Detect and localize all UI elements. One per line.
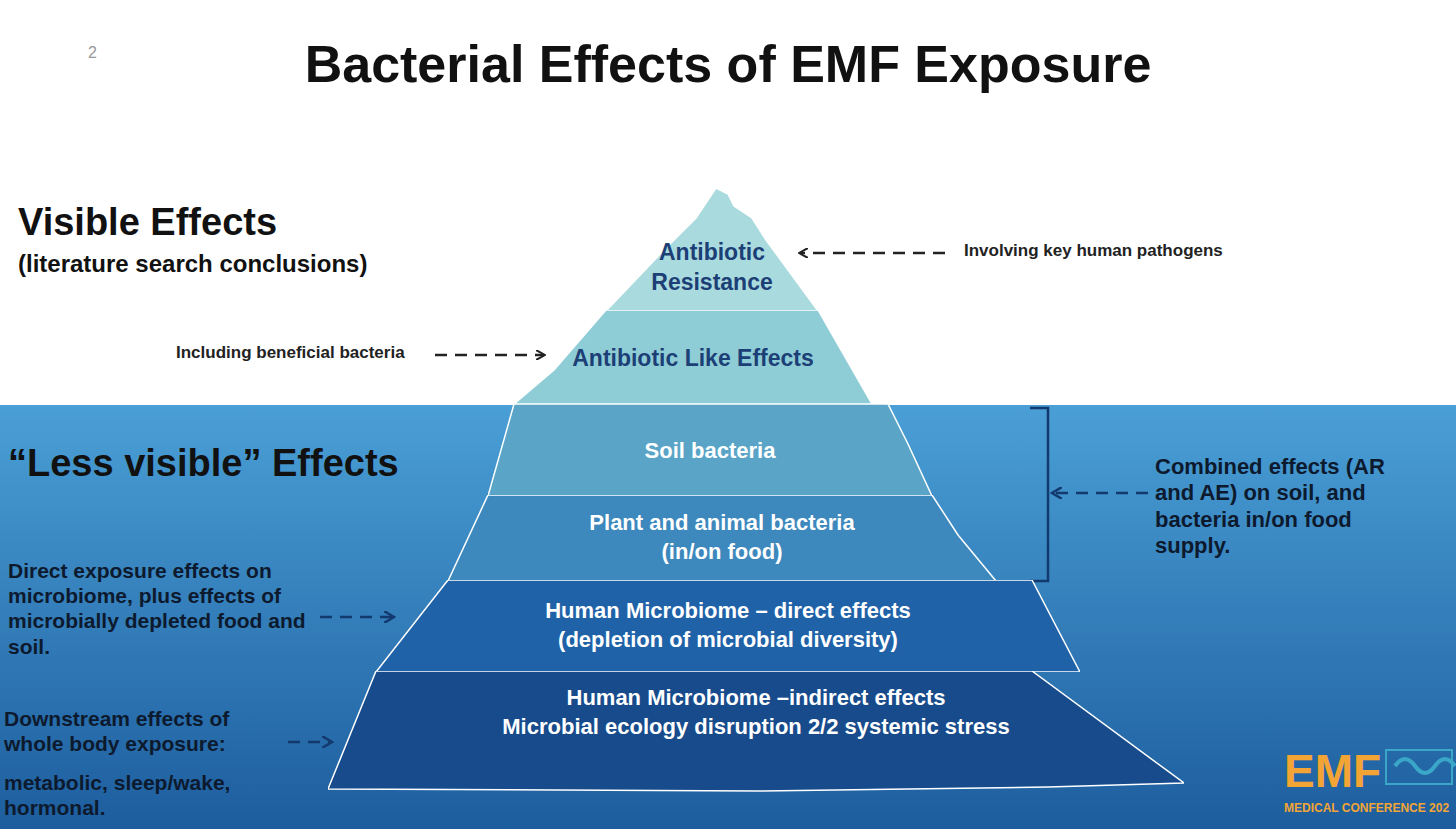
band-shape — [448, 495, 996, 581]
callout-note: Including beneficial bacteria — [176, 343, 436, 363]
band-outline — [376, 580, 1080, 672]
band-outline — [606, 188, 818, 311]
iceberg-band: Antibiotic Like Effects — [514, 310, 872, 404]
band-label: Plant and animal bacteria — [589, 509, 854, 538]
leader-line — [320, 616, 393, 619]
logo-frame — [1386, 750, 1452, 784]
logo-subtext: MEDICAL CONFERENCE 202 — [1284, 801, 1452, 815]
iceberg-band: Human Microbiome –indirect effectsMicrob… — [328, 671, 1184, 793]
band-outline — [488, 404, 932, 496]
logo-text: EMF — [1284, 748, 1394, 794]
leader-line — [800, 252, 945, 255]
band-shape — [376, 580, 1080, 672]
leader-line — [288, 741, 331, 744]
callout-note: Downstream effects of whole body exposur… — [4, 706, 289, 756]
band-text: Human Microbiome – direct effects(deplet… — [398, 597, 1058, 654]
band-label: Microbial ecology disruption 2/2 systemi… — [502, 713, 1009, 742]
section-heading: “Less visible” Effects — [8, 441, 478, 487]
iceberg-band: Human Microbiome – direct effects(deplet… — [376, 580, 1080, 672]
leader-line — [435, 354, 544, 357]
band-outline — [328, 671, 1184, 791]
water — [0, 405, 1456, 829]
band-outline — [448, 495, 996, 581]
section-heading: Visible Effects — [18, 200, 438, 246]
section-subheading: (literature search conclusions) — [18, 250, 458, 279]
band-label: Soil bacteria — [645, 437, 776, 466]
band-label: Human Microbiome –indirect effects — [567, 684, 946, 713]
leader-line — [1053, 492, 1148, 495]
callout-note: Combined effects (AR and AE) on soil, an… — [1155, 454, 1425, 560]
iceberg-band: Soil bacteria — [488, 404, 932, 496]
band-text: Human Microbiome –indirect effectsMicrob… — [356, 684, 1156, 741]
iceberg-band: Antibiotic Resistance — [606, 188, 818, 311]
callout-note: Involving key human pathogens — [964, 241, 1284, 261]
band-label: (depletion of microbial diversity) — [558, 626, 898, 655]
band-text: Antibiotic Resistance — [627, 238, 797, 298]
band-label: (in/on food) — [662, 538, 783, 567]
logo-wave — [1395, 759, 1455, 773]
page-number: 2 — [88, 43, 118, 62]
callout-note: Direct exposure effects on microbiome, p… — [8, 558, 326, 659]
iceberg-band: Plant and animal bacteria(in/on food) — [448, 495, 996, 581]
band-label: Antibiotic Resistance — [627, 238, 797, 298]
bracket — [1030, 408, 1048, 581]
band-text: Antibiotic Like Effects — [533, 344, 853, 374]
band-label: Human Microbiome – direct effects — [545, 597, 911, 626]
band-label: Antibiotic Like Effects — [572, 344, 814, 374]
band-outline — [514, 310, 872, 404]
band-text: Soil bacteria — [510, 437, 910, 466]
callout-note: metabolic, sleep/wake, hormonal. — [4, 770, 284, 820]
band-text: Plant and animal bacteria(in/on food) — [472, 509, 972, 566]
slide-title: Bacterial Effects of EMF Exposure — [0, 34, 1456, 94]
